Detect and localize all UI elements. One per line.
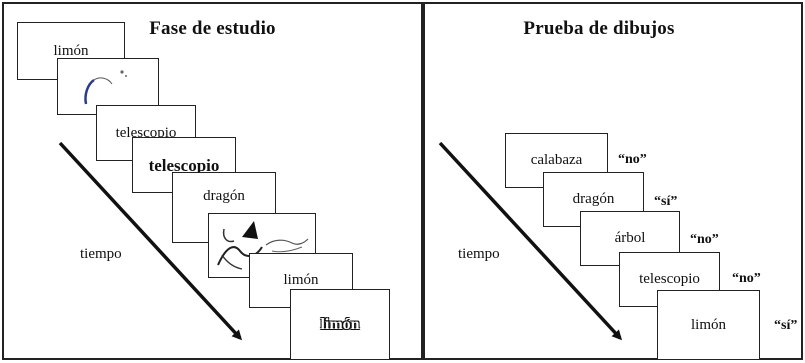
study-card-text: limón (283, 272, 319, 288)
test-card-text: árbol (614, 230, 646, 246)
test-response: “no” (732, 271, 761, 286)
test-response: “no” (618, 152, 647, 167)
test-card-text: calabaza (530, 152, 583, 168)
test-response: “sí” (654, 194, 678, 209)
study-card-text: limón (53, 42, 89, 59)
study-time-label: tiempo (80, 246, 122, 262)
study-card-text: telescopio (148, 155, 220, 175)
lemon-drawing-icon (84, 70, 127, 105)
test-response: “sí” (774, 318, 798, 333)
test-card-text: limón (690, 316, 726, 333)
study-card-word: limón (290, 289, 390, 360)
study-card-text: dragón (203, 188, 245, 204)
test-time-label: tiempo (458, 246, 500, 262)
test-card-text: telescopio (639, 271, 700, 287)
test-card-text: dragón (572, 191, 615, 207)
study-card-text: telescopio (115, 124, 177, 141)
picture-test-title: Prueba de dibujos (523, 18, 675, 39)
test-response: “no” (690, 232, 719, 247)
dragon-drawing-icon (217, 220, 309, 270)
study-phase-title: Fase de estudio (149, 18, 276, 39)
test-card: limón (657, 290, 760, 360)
study-card-text: limón (320, 315, 360, 333)
